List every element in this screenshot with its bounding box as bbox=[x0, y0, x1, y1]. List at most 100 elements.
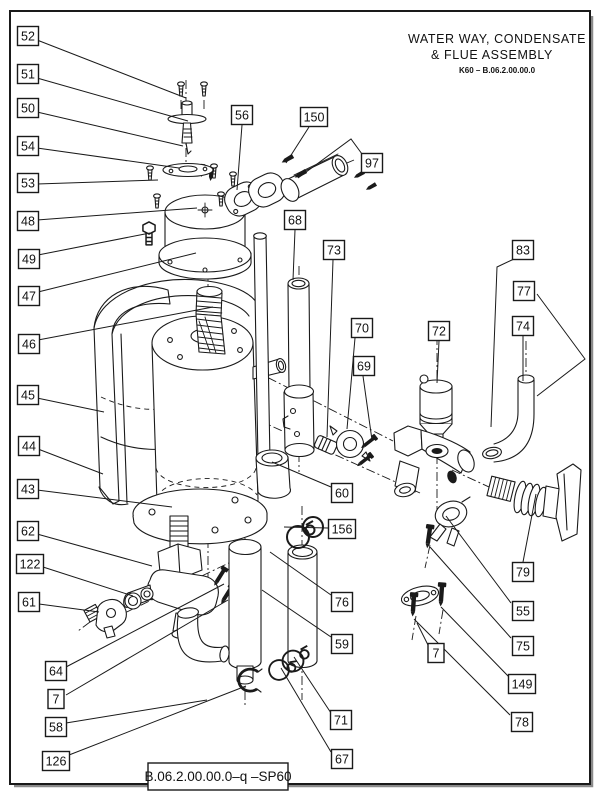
callout-box bbox=[16, 384, 40, 406]
callout-49: 49 bbox=[17, 232, 151, 270]
leader-line bbox=[326, 259, 334, 438]
callout-44: 44 bbox=[17, 435, 104, 475]
leader-line bbox=[362, 375, 373, 441]
callout-number: 78 bbox=[515, 716, 529, 730]
callout-number: 70 bbox=[355, 322, 369, 336]
callout-box bbox=[330, 482, 354, 504]
footer-box bbox=[147, 762, 289, 791]
callout-number: 58 bbox=[49, 721, 63, 735]
callout-number: 75 bbox=[516, 640, 530, 654]
callout-74: 74 bbox=[511, 315, 535, 381]
callout-number: 64 bbox=[49, 665, 63, 679]
callout-73: 73 bbox=[322, 239, 346, 438]
callout-number: 59 bbox=[335, 638, 349, 652]
callout-box bbox=[44, 660, 68, 682]
callout-box bbox=[17, 248, 41, 270]
leader-line bbox=[36, 77, 189, 122]
leader-line bbox=[522, 493, 537, 563]
u-pipe bbox=[176, 607, 230, 663]
leader-line bbox=[36, 39, 187, 99]
callout-box bbox=[17, 333, 41, 355]
leader-line bbox=[65, 583, 225, 668]
leader-line bbox=[38, 603, 100, 613]
water-manifold bbox=[393, 425, 475, 498]
callout-box bbox=[330, 748, 354, 770]
callout-box bbox=[16, 478, 40, 500]
callout-box bbox=[511, 561, 535, 583]
callout-number: 73 bbox=[327, 244, 341, 258]
callout-number: 77 bbox=[517, 285, 531, 299]
callout-box bbox=[327, 518, 357, 540]
callout-number: 126 bbox=[46, 755, 67, 769]
callout-box bbox=[16, 135, 40, 157]
callout-79: 79 bbox=[511, 493, 537, 583]
callout-122: 122 bbox=[15, 553, 134, 597]
leader-line bbox=[280, 667, 332, 753]
title-line1: WATER WAY, CONDENSATE bbox=[408, 32, 586, 46]
leader-line bbox=[285, 126, 310, 164]
leader-line bbox=[283, 526, 329, 529]
callout-64: 64 bbox=[44, 583, 225, 682]
callout-46: 46 bbox=[17, 306, 214, 355]
tank-bottom-flange bbox=[132, 488, 268, 545]
footer-label: B.06.2.00.00.0–q –SP60 bbox=[144, 762, 292, 791]
callout-box bbox=[427, 320, 451, 342]
title-line2: & FLUE ASSEMBLY bbox=[431, 48, 553, 62]
callout-number: 71 bbox=[334, 714, 348, 728]
callout-97: 97 bbox=[297, 138, 384, 179]
flow-sensor bbox=[486, 463, 582, 542]
callout-51: 51 bbox=[16, 63, 189, 122]
leader-line bbox=[261, 589, 332, 638]
callout-box bbox=[511, 315, 535, 337]
flue-standpipe bbox=[282, 277, 315, 458]
callout-box bbox=[511, 635, 535, 657]
callout-box bbox=[41, 750, 71, 772]
callout-62: 62 bbox=[16, 520, 153, 567]
leader-line bbox=[36, 489, 173, 508]
leader-line bbox=[490, 258, 515, 428]
callout-number: 67 bbox=[335, 753, 349, 767]
coupling-fitting bbox=[314, 435, 338, 455]
callout-box bbox=[512, 280, 536, 302]
callout-47: 47 bbox=[17, 252, 197, 307]
callout-number: 61 bbox=[22, 596, 36, 610]
callout-box bbox=[511, 239, 535, 261]
leader-line bbox=[271, 461, 332, 488]
callout-70: 70 bbox=[346, 317, 374, 430]
callout-number: 56 bbox=[235, 109, 249, 123]
leader-line bbox=[440, 606, 511, 679]
callout-72: 72 bbox=[427, 320, 451, 384]
callout-60: 60 bbox=[271, 461, 354, 504]
leader-line bbox=[297, 138, 363, 179]
callout-box bbox=[510, 711, 534, 733]
callout-box bbox=[15, 553, 45, 575]
leader-line bbox=[445, 515, 512, 604]
callout-box bbox=[322, 239, 346, 261]
callout-box bbox=[352, 355, 376, 377]
drain-valve bbox=[83, 598, 127, 639]
callout-54: 54 bbox=[16, 135, 180, 169]
leader-line bbox=[436, 340, 440, 384]
leader-line bbox=[37, 448, 104, 475]
callout-78: 78 bbox=[413, 618, 534, 733]
outlet-elbow bbox=[482, 374, 535, 463]
callout-number: 83 bbox=[516, 244, 530, 258]
callout-number: 69 bbox=[357, 360, 371, 374]
callout-7-right: 7 bbox=[416, 622, 445, 664]
leader-line bbox=[37, 306, 214, 341]
callout-box bbox=[330, 633, 354, 655]
callout-52: 52 bbox=[16, 25, 187, 99]
callout-layer: 5251505453484947464544436212261647581265… bbox=[15, 25, 586, 772]
callout-126: 126 bbox=[41, 685, 247, 772]
flange-gasket bbox=[400, 585, 440, 607]
callout-box bbox=[507, 673, 537, 695]
callout-number: 149 bbox=[512, 678, 533, 692]
callout-43: 43 bbox=[16, 478, 173, 508]
leader-line bbox=[36, 147, 180, 169]
callout-59: 59 bbox=[261, 589, 354, 655]
leader-line bbox=[413, 618, 511, 716]
leader-line bbox=[36, 397, 105, 413]
callout-box bbox=[17, 285, 41, 307]
callout-box bbox=[283, 209, 307, 231]
